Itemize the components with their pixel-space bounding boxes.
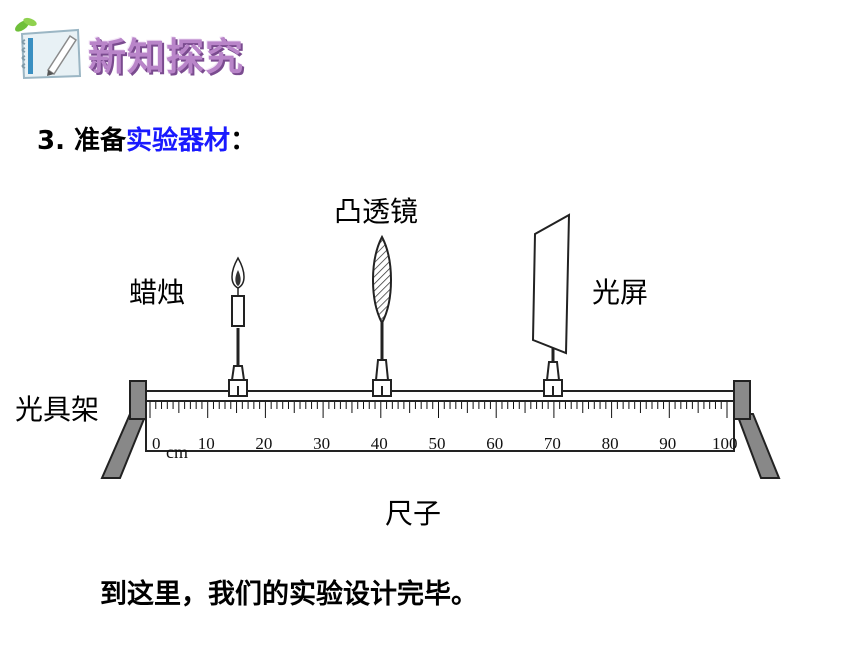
label-optical-bench: 光具架 [15,393,100,426]
section-highlight: 实验器材 [126,126,231,156]
ruler-tick-label: 10 [198,434,215,453]
ruler-tick-label: 90 [659,434,676,453]
conclusion-text: 到这里，我们的实验设计完毕。 [100,579,478,610]
ruler-unit: cm [166,442,188,462]
convex-lens [372,234,392,326]
ruler-tick-label: 60 [486,434,503,453]
section-number: 3. [37,126,65,156]
lens-assembly [372,234,392,397]
label-light-screen: 光屏 [592,276,649,309]
left-post [129,380,147,420]
ruler-tick-label: 0 [152,434,161,453]
section-suffix: ： [230,126,257,156]
ruler-tick-label: 70 [544,434,561,453]
label-convex-lens: 凸透镜 [334,195,419,228]
section-heading: 3. 准备实验器材： [37,120,256,157]
ruler-tick-label: 20 [255,434,272,453]
ruler-tick-labels: 0 10 20 30 40 50 60 70 80 90 100 [152,434,738,453]
ruler-tick-label: 30 [313,434,330,453]
label-ruler: 尺子 [385,497,442,530]
page-title: 新知探究 [88,35,245,79]
ruler-ticks [149,402,728,418]
candle-assembly [228,256,248,397]
ruler-tick-label: 50 [429,434,446,453]
right-post [733,380,751,420]
section-prefix: 准备 [74,126,127,156]
label-candle: 蜡烛 [129,276,186,309]
ruler-tick-label: 80 [602,434,619,453]
ruler-body [145,400,735,452]
ruler-tick-label: 40 [371,434,388,453]
ruler-tick-label: 100 [712,434,738,453]
right-leg [735,413,781,479]
light-screen [531,213,571,355]
left-leg [100,413,148,479]
screen-assembly [531,213,571,397]
notebook-pencil-icon [15,17,82,80]
